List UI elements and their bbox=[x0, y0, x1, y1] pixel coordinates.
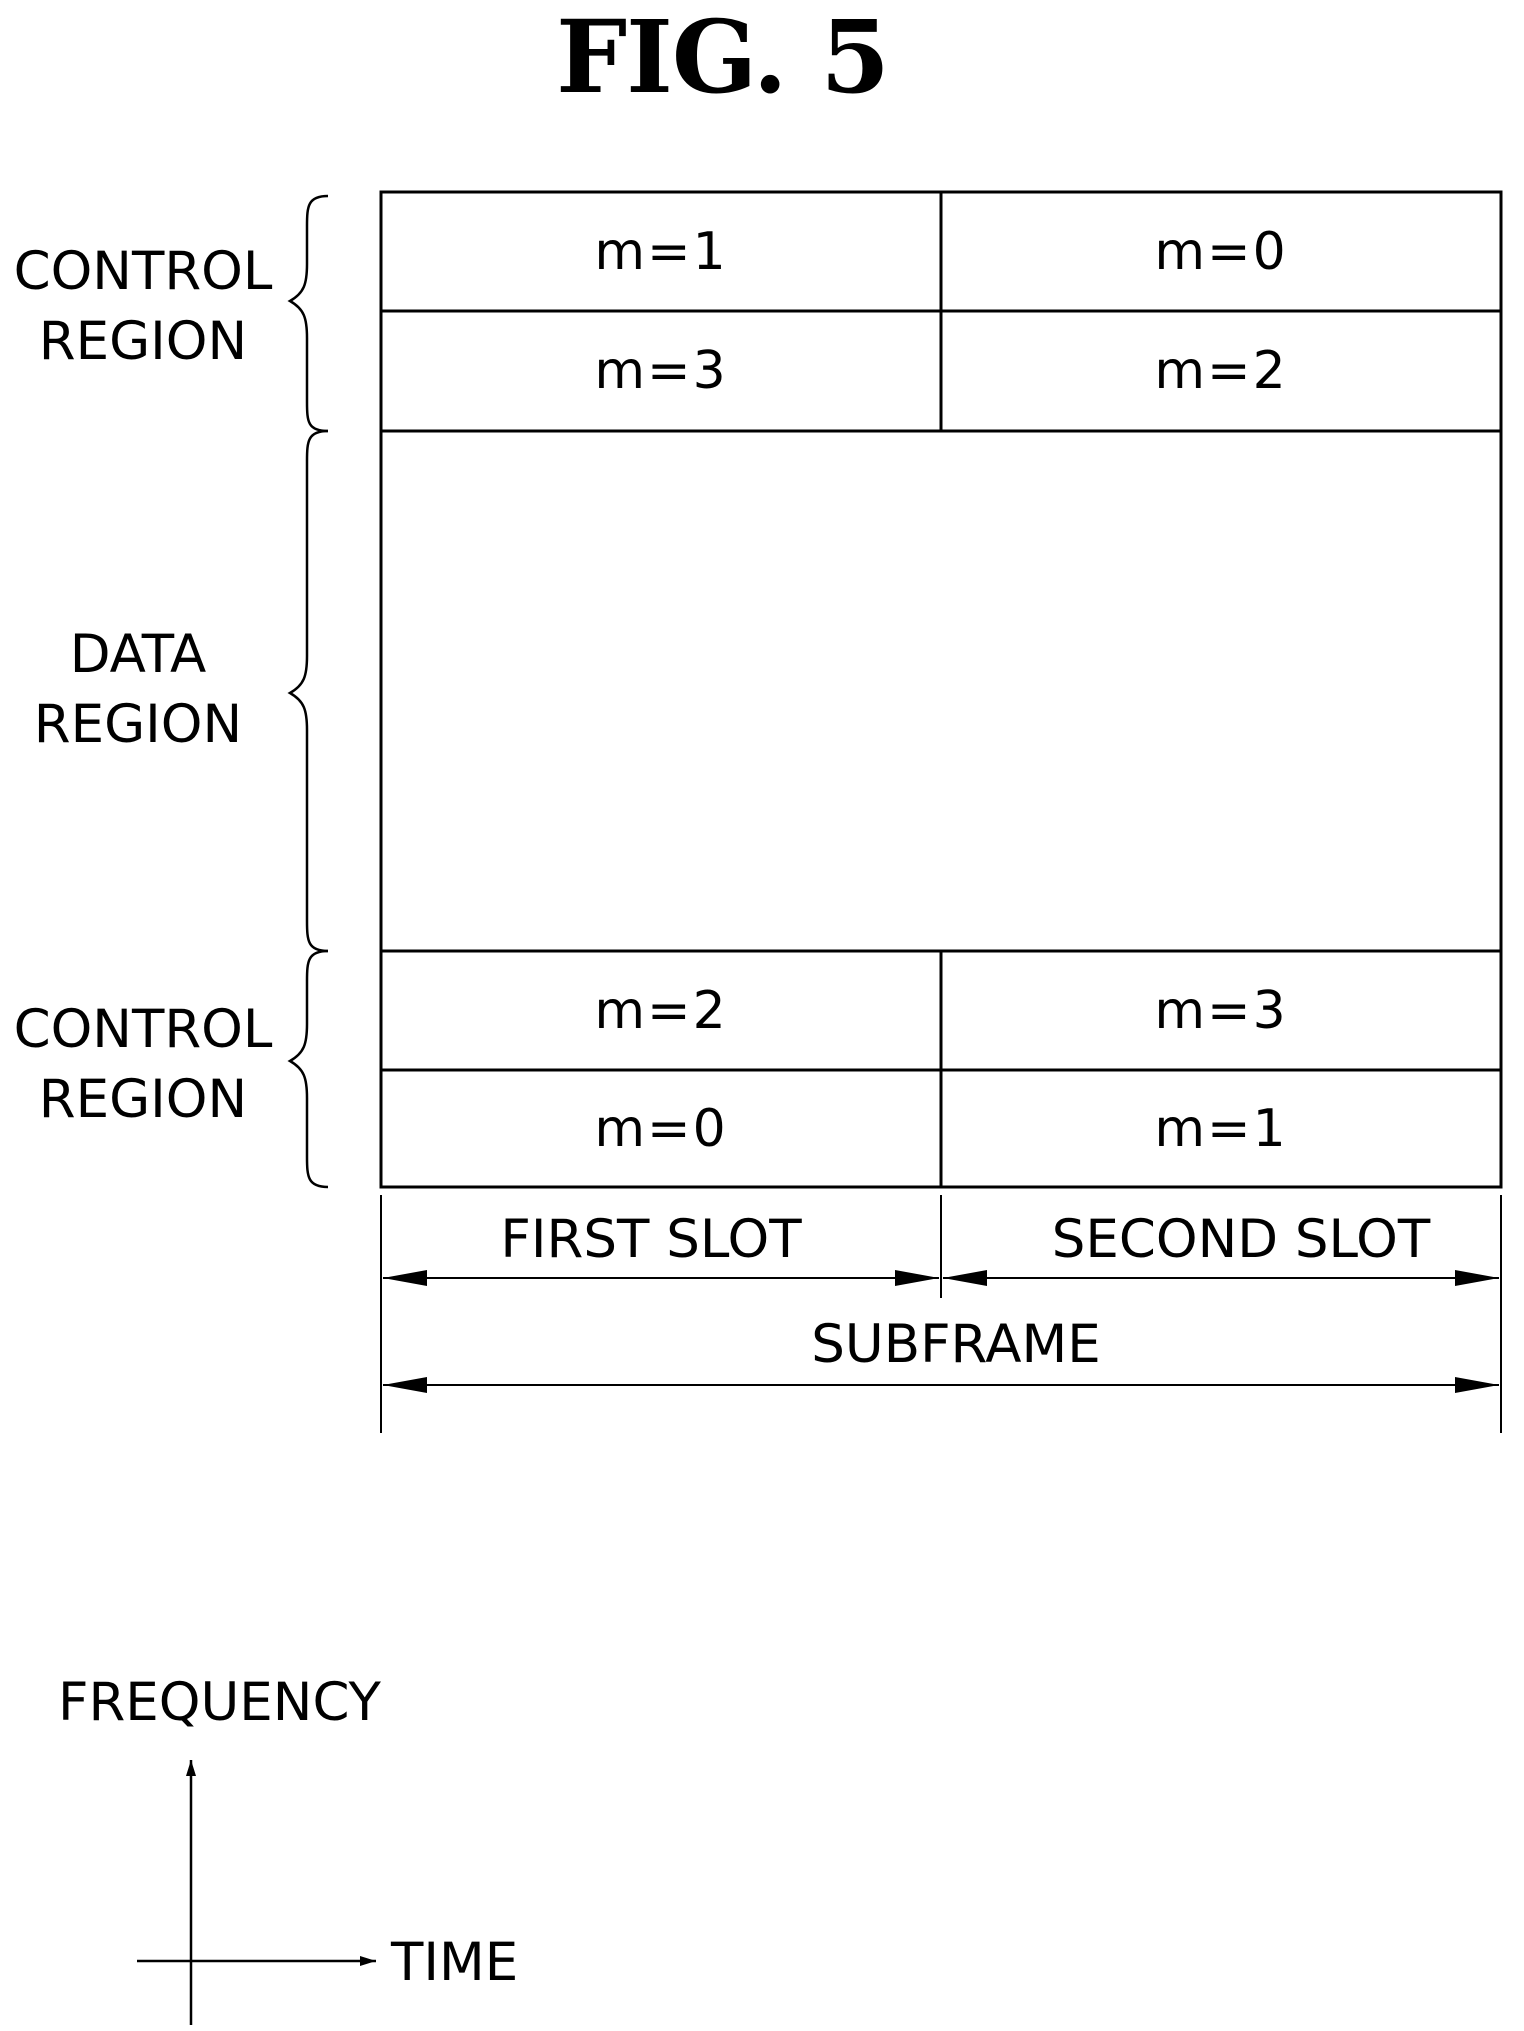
cell-bottom-r2-first-slot: m=0 bbox=[381, 1070, 941, 1187]
data-region-label: DATA REGION bbox=[0, 620, 276, 760]
time-axis-label: TIME bbox=[391, 1933, 518, 1993]
brace-bottom-control bbox=[290, 951, 328, 1187]
cell-bottom-r1-second-slot: m=3 bbox=[941, 951, 1501, 1070]
first-slot-label: FIRST SLOT bbox=[381, 1210, 921, 1270]
cell-bottom-r1-first-slot: m=2 bbox=[381, 951, 941, 1070]
top-control-region-label: CONTROL REGION bbox=[0, 237, 286, 377]
cell-top-r2-second-slot: m=2 bbox=[941, 311, 1501, 431]
cell-bottom-r2-second-slot: m=1 bbox=[941, 1070, 1501, 1187]
frequency-axis-label: FREQUENCY bbox=[58, 1673, 381, 1733]
subframe-label: SUBFRAME bbox=[381, 1315, 1524, 1375]
cell-top-r1-first-slot: m=1 bbox=[381, 192, 941, 311]
bottom-control-region-label: CONTROL REGION bbox=[0, 995, 286, 1135]
brace-data bbox=[290, 431, 328, 951]
cell-top-r1-second-slot: m=0 bbox=[941, 192, 1501, 311]
second-slot-label: SECOND SLOT bbox=[961, 1210, 1521, 1270]
brace-top-control bbox=[290, 196, 328, 431]
cell-top-r2-first-slot: m=3 bbox=[381, 311, 941, 431]
